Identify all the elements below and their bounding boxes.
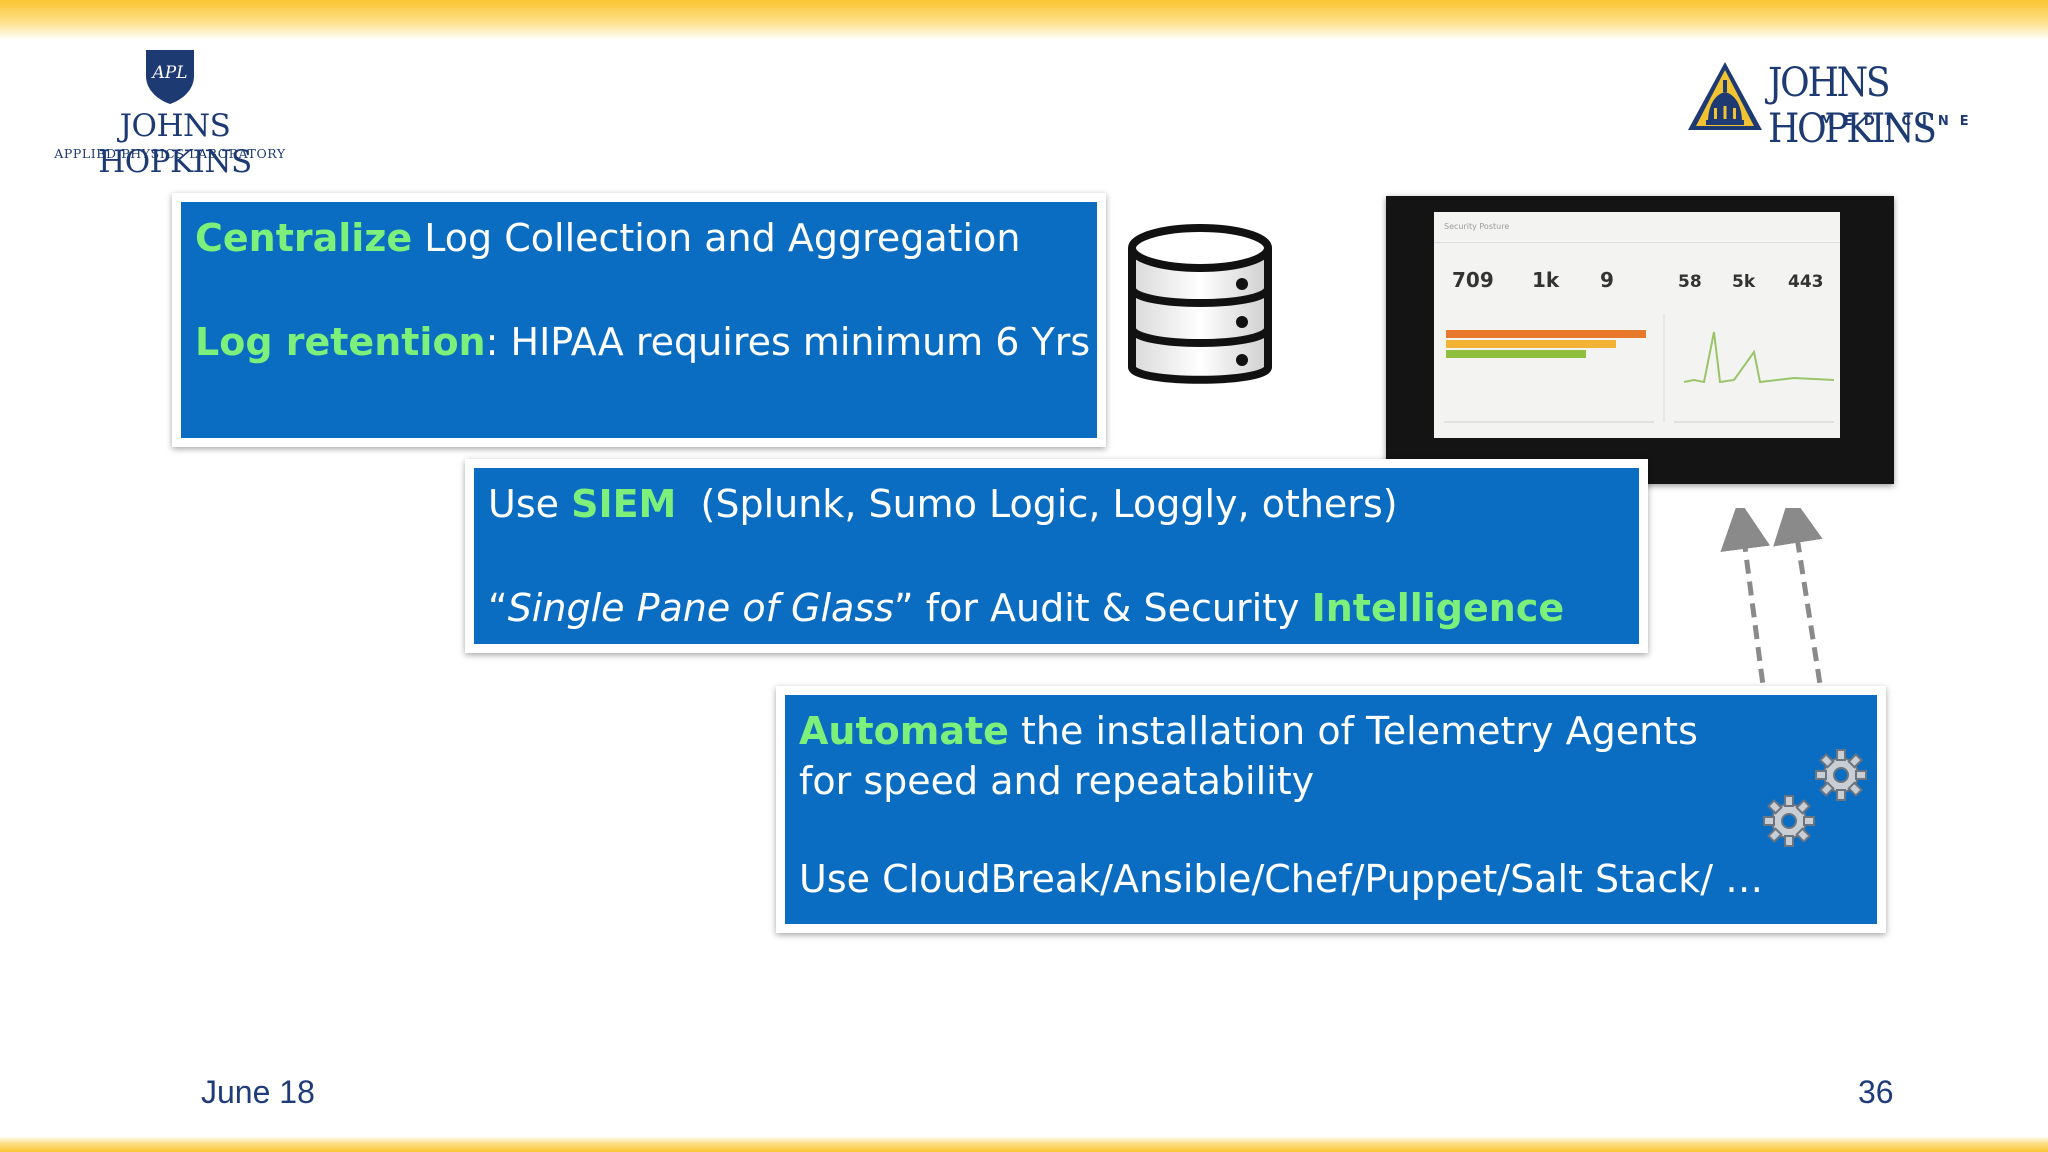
metric-value: 5k bbox=[1732, 272, 1756, 292]
slide-number: 36 bbox=[1858, 1074, 1894, 1110]
metric-value: 1k bbox=[1532, 268, 1560, 292]
dashboard-title: Security Posture bbox=[1444, 222, 1510, 231]
retention-line: Log retention: HIPAA requires minimum 6 … bbox=[195, 320, 1097, 364]
jhm-logo: JOHNS HOPKINS MEDICINE bbox=[1686, 60, 2032, 152]
single-pane-italic: Single Pane of Glass bbox=[507, 586, 894, 630]
dashboard-screen: Security Posture 709 1k 9 58 5k 443 bbox=[1434, 212, 1840, 438]
metric-value: 9 bbox=[1600, 268, 1614, 292]
database-icon bbox=[1128, 224, 1272, 384]
retention-highlight: Log retention bbox=[195, 320, 486, 364]
automate-line: Automate the installation of Telemetry A… bbox=[799, 709, 1877, 753]
gear-icon bbox=[1815, 749, 1867, 801]
gear-icon bbox=[1763, 795, 1815, 847]
automate-highlight: Automate bbox=[799, 709, 1009, 753]
tools-line: Use CloudBreak/Ansible/Chef/Puppet/Salt … bbox=[799, 857, 1764, 901]
footer-date: June 18 bbox=[201, 1074, 315, 1110]
dashboard-charts bbox=[1444, 314, 1835, 423]
centralize-text: Log Collection and Aggregation bbox=[412, 216, 1021, 260]
centralize-highlight: Centralize bbox=[195, 216, 413, 260]
metric-value: 443 bbox=[1788, 272, 1824, 292]
single-pane-text: ” for Audit & Security bbox=[893, 586, 1312, 630]
intelligence-highlight: Intelligence bbox=[1311, 586, 1565, 630]
automate-box: Automate the installation of Telemetry A… bbox=[776, 686, 1886, 933]
apl-shield-icon: APL bbox=[146, 50, 194, 104]
apl-logo: APL JOHNS HOPKINS APPLIED PHYSICS LABORA… bbox=[40, 46, 300, 180]
retention-text: : HIPAA requires minimum 6 Yrs bbox=[485, 320, 1091, 364]
siem-line: Use SIEM (Splunk, Sumo Logic, Loggly, ot… bbox=[488, 482, 1639, 526]
bottom-gold-banner bbox=[0, 1136, 2048, 1152]
top-gold-banner bbox=[0, 0, 2048, 40]
jhm-name: JOHNS HOPKINS bbox=[1768, 60, 1937, 152]
apl-subtitle: APPLIED PHYSICS LABORATORY bbox=[54, 146, 286, 161]
jhm-subtitle: MEDICINE bbox=[1820, 114, 1980, 129]
dome-icon bbox=[1688, 62, 1762, 130]
apl-name: JOHNS HOPKINS bbox=[98, 108, 252, 180]
apl-shield-text: APL bbox=[150, 63, 187, 83]
quote-open: “ bbox=[488, 586, 508, 630]
single-pane-line: “Single Pane of Glass” for Audit & Secur… bbox=[488, 586, 1639, 630]
centralize-box: Centralize Log Collection and Aggregatio… bbox=[172, 193, 1106, 447]
speed-line: for speed and repeatability bbox=[799, 759, 1315, 803]
centralize-line: Centralize Log Collection and Aggregatio… bbox=[195, 216, 1097, 260]
siem-dashboard-screenshot: Security Posture 709 1k 9 58 5k 443 bbox=[1386, 196, 1894, 484]
metric-value: 58 bbox=[1678, 272, 1702, 292]
upward-arrows bbox=[1720, 508, 1833, 771]
siem-box: Use SIEM (Splunk, Sumo Logic, Loggly, ot… bbox=[465, 459, 1648, 653]
automate-text: the installation of Telemetry Agents bbox=[1008, 709, 1698, 753]
siem-highlight: SIEM bbox=[571, 482, 677, 526]
siem-text: (Splunk, Sumo Logic, Loggly, others) bbox=[676, 482, 1398, 526]
metric-value: 709 bbox=[1452, 268, 1494, 292]
siem-prefix: Use bbox=[488, 482, 572, 526]
